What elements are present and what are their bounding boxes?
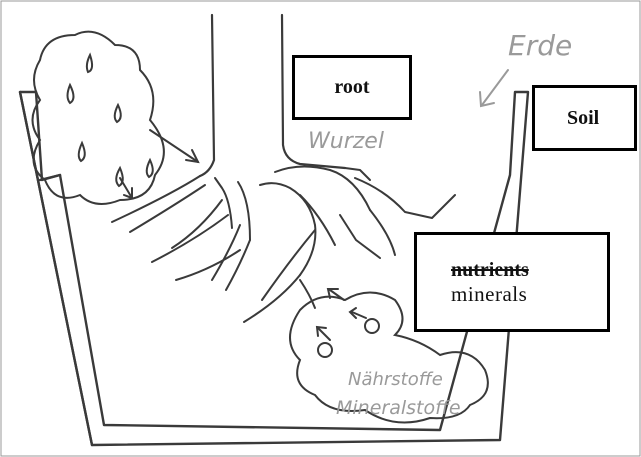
root-label-box: root — [292, 55, 412, 120]
minerals-label: minerals — [451, 282, 527, 306]
erde-arrow — [480, 70, 508, 106]
soil-label: Soil — [567, 107, 599, 130]
handwritten-mineralstoffe: Mineralstoffe — [336, 397, 461, 419]
handwritten-naehrstoffe: Nährstoffe — [348, 369, 443, 390]
soil-label-box: Soil — [532, 85, 637, 151]
rain-cloud — [33, 32, 199, 204]
nutrients-label-box: nutrients minerals — [414, 232, 610, 332]
handwritten-wurzel: Wurzel — [308, 129, 384, 154]
root-label: root — [334, 76, 369, 99]
handwritten-erde: Erde — [508, 29, 572, 62]
root-system — [112, 166, 455, 322]
nutrients-struck-label: nutrients — [451, 258, 529, 282]
